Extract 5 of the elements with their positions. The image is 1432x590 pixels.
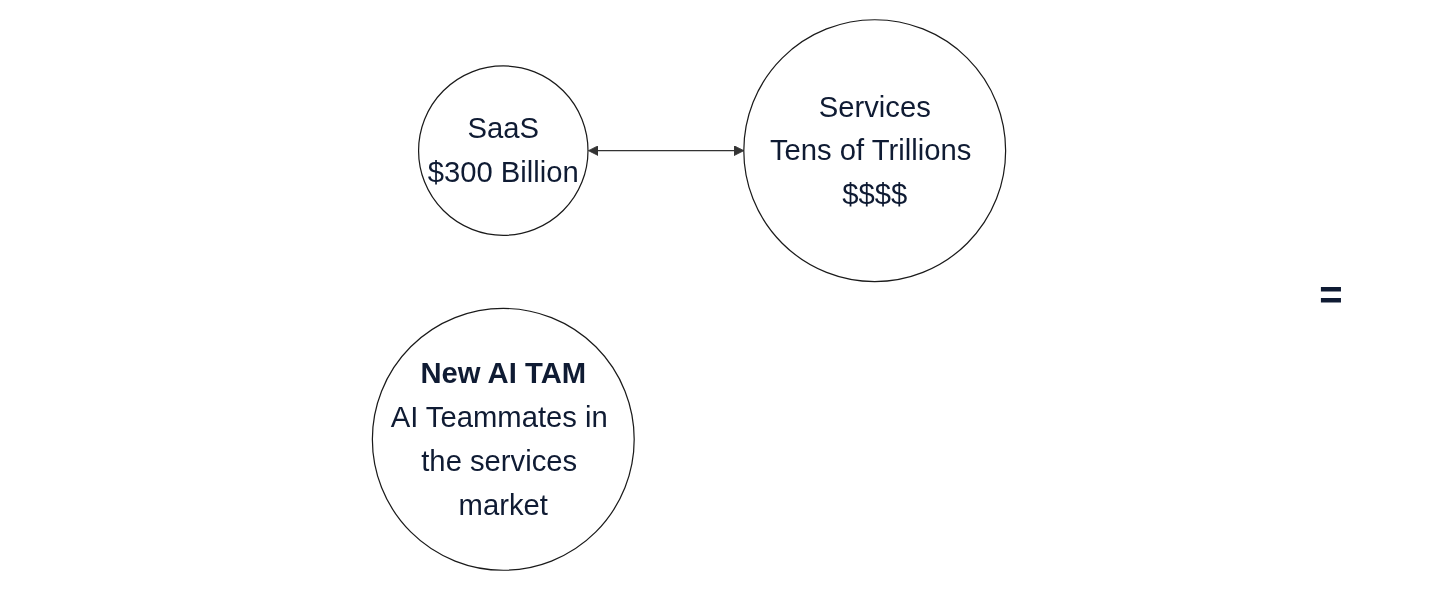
node-circle: Services Tens of Trillions $$$$ [743, 19, 1007, 283]
arrow [588, 145, 745, 156]
node-circle: New AI TAM AI Teammates in the services market [372, 307, 636, 571]
node-circle: SaaS $300 Billion [418, 65, 589, 236]
equals-sign: = [1319, 272, 1343, 318]
